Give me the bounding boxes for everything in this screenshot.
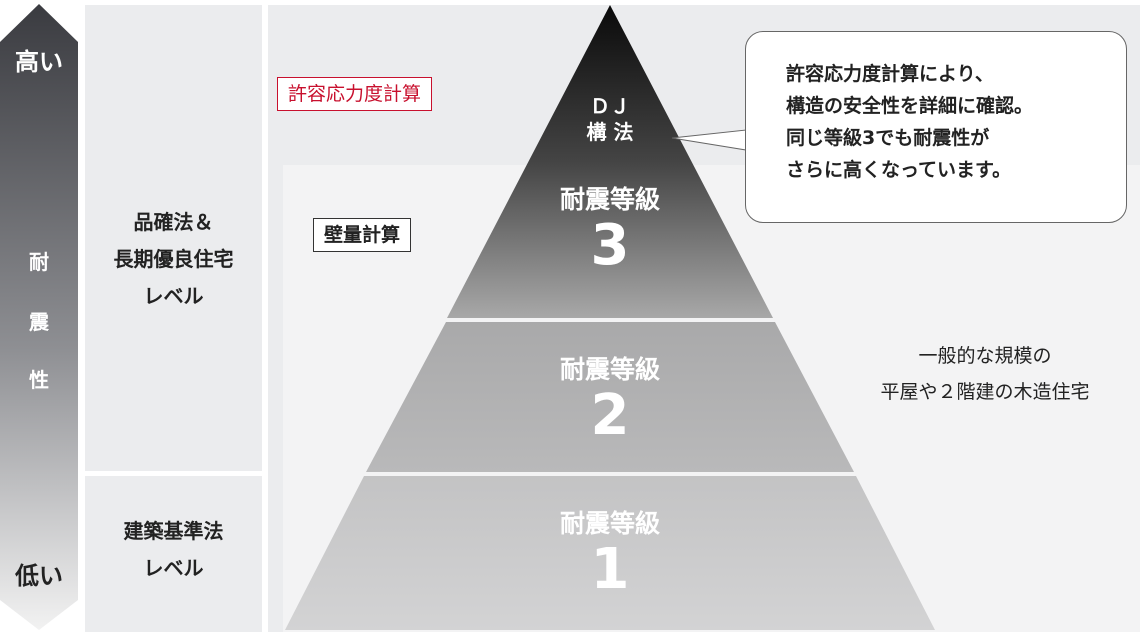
axis-title-char: 震	[29, 310, 49, 334]
callout-line: 構造の安全性を詳細に確認。	[786, 95, 1034, 117]
method-tag-wall-quantity: 壁量計算	[313, 218, 412, 252]
level-label-lower: 建築基準法 レベル	[85, 513, 262, 587]
note-line: 平屋や２階建の木造住宅	[880, 381, 1090, 403]
dj-method-label: ＤＪ 構 法	[560, 93, 660, 145]
axis-low-label: 低い	[15, 562, 63, 590]
level-line: 建築基準法	[123, 519, 224, 543]
level-line: 品確法＆	[133, 210, 214, 234]
tier-number: 3	[590, 213, 630, 278]
callout-line: 許容応力度計算により、	[786, 63, 994, 85]
callout-bubble: 許容応力度計算により、 構造の安全性を詳細に確認。 同じ等級3でも耐震性が さら…	[745, 31, 1127, 223]
tier-2-label: 耐震等級 2	[530, 350, 690, 446]
callout-line: さらに高くなっています。	[786, 159, 1012, 181]
axis-title-char: 耐	[29, 250, 49, 274]
pyramid-tier-2	[366, 322, 854, 472]
axis-title-char: 性	[29, 368, 49, 392]
tier-number: 2	[590, 383, 630, 448]
tier-number: 1	[590, 537, 630, 602]
dj-line: ＤＪ	[590, 94, 630, 118]
typical-house-note: 一般的な規模の 平屋や２階建の木造住宅	[830, 338, 1140, 410]
dj-line: 構 法	[586, 120, 634, 144]
pyramid-tier-1	[285, 476, 935, 630]
level-line: レベル	[143, 556, 204, 580]
tier-3-label: 耐震等級 3	[530, 180, 690, 276]
callout-line: 同じ等級3でも耐震性が	[786, 127, 990, 149]
pyramid-tier-3	[447, 5, 773, 318]
level-label-upper: 品確法＆ 長期優良住宅 レベル	[85, 204, 262, 315]
tier-label: 耐震等級	[559, 355, 660, 384]
axis-high-label: 高い	[15, 48, 63, 76]
note-line: 一般的な規模の	[918, 345, 1052, 367]
level-line: レベル	[143, 284, 204, 308]
tier-label: 耐震等級	[559, 509, 660, 538]
tier-label: 耐震等級	[559, 185, 660, 214]
tier-1-label: 耐震等級 1	[530, 504, 690, 600]
level-panel-upper	[85, 5, 262, 471]
method-tag-allowable-stress: 許容応力度計算	[277, 77, 433, 111]
seismic-axis-arrow	[0, 4, 78, 630]
level-line: 長期優良住宅	[113, 247, 234, 271]
level-panel-lower	[85, 476, 262, 632]
